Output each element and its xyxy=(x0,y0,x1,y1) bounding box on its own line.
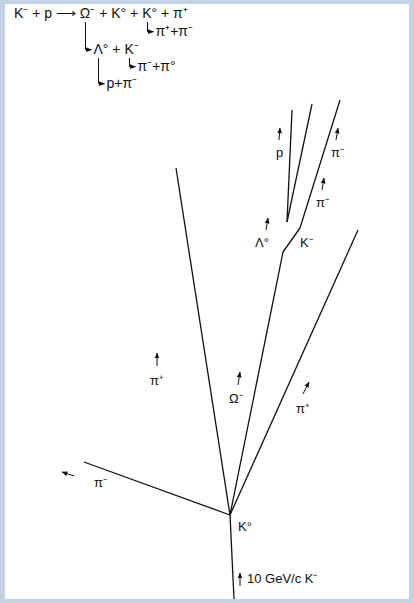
decay-arrow xyxy=(86,22,92,50)
direction-arrow xyxy=(266,218,268,230)
decay-arrow xyxy=(130,58,136,67)
track-label: π⁺ xyxy=(296,402,309,416)
decay-arrow xyxy=(148,22,154,32)
kaon-track xyxy=(283,228,300,252)
pion-track xyxy=(300,100,340,228)
direction-arrow xyxy=(336,128,338,140)
decay-equation: π⁻+π° xyxy=(138,59,176,74)
reaction-equation: K⁻ + p ⟶ Ω⁻ + K° + K° + π⁺ xyxy=(14,6,188,21)
decay-equation: Λ° + K⁻ xyxy=(94,42,139,57)
track-label: π⁻ xyxy=(94,476,107,490)
track-label: π⁻ xyxy=(331,146,344,160)
direction-arrow xyxy=(62,472,74,476)
decay-equation: p+π⁻ xyxy=(107,76,138,91)
pion-track xyxy=(230,230,358,515)
pion-track xyxy=(84,462,230,515)
decay-arrow xyxy=(99,58,105,84)
direction-arrow xyxy=(157,353,158,366)
omega-track xyxy=(230,252,283,515)
track-label: π⁺ xyxy=(150,374,163,388)
pion-track xyxy=(287,104,312,222)
beam-label: 10 GeV/c K⁻ xyxy=(247,572,317,586)
track-label: Ω⁻ xyxy=(229,392,243,406)
direction-arrow xyxy=(238,372,240,385)
vertex-label: K° xyxy=(238,520,252,534)
track-label: p xyxy=(276,146,283,160)
direction-arrow xyxy=(322,178,324,190)
proton-track xyxy=(287,110,292,222)
direction-arrow xyxy=(279,128,280,140)
beam-track xyxy=(230,515,234,599)
direction-arrow xyxy=(240,573,241,586)
track-label: π⁻ xyxy=(316,196,329,210)
direction-arrow xyxy=(303,382,309,394)
track-label: K⁻ xyxy=(300,236,313,250)
track-label: Λ° xyxy=(255,236,269,250)
pion-track xyxy=(176,168,230,515)
decay-equation: π⁺+π⁻ xyxy=(156,24,194,39)
photo-ground xyxy=(5,4,409,599)
